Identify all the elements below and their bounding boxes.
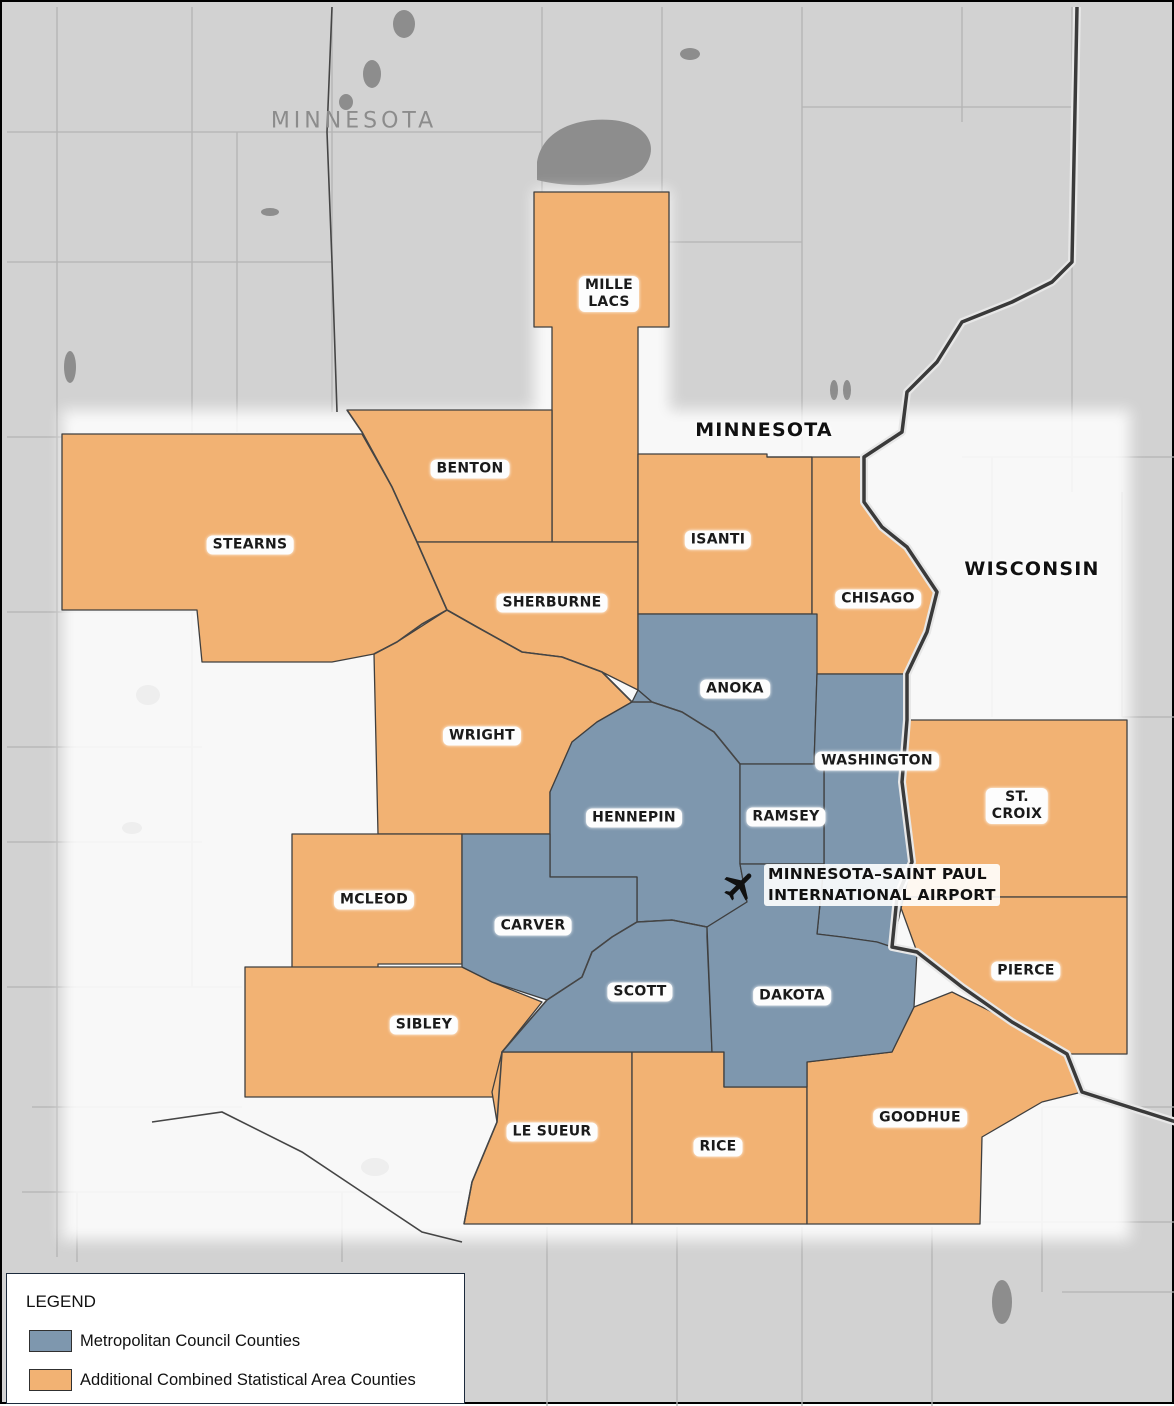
county-label-mille-lacs: MILLE LACS <box>578 276 640 312</box>
county-label-scott: SCOTT <box>607 982 673 1002</box>
legend-swatch-additional <box>29 1369 72 1391</box>
county-label-sibley: SIBLEY <box>389 1015 459 1035</box>
rivers <box>151 6 741 1243</box>
legend-title: LEGEND <box>26 1292 96 1311</box>
airport-label: MINNESOTA–SAINT PAUL INTERNATIONAL AIRPO… <box>764 864 1000 906</box>
county-label-wright: WRIGHT <box>443 726 521 746</box>
legend-swatch-metro <box>29 1330 72 1352</box>
legend-label-metro: Metropolitan Council Counties <box>80 1331 301 1350</box>
county-label-washington: WASHINGTON <box>815 751 939 771</box>
state-label-wisconsin: WISCONSIN <box>964 558 1100 580</box>
county-label-chisago: CHISAGO <box>835 589 921 609</box>
county-label-pierce: PIERCE <box>991 961 1061 981</box>
legend-item-metro: Metropolitan Council Counties <box>29 1329 300 1353</box>
county-label-benton: BENTON <box>430 459 510 479</box>
county-label-sherburne: SHERBURNE <box>496 593 608 613</box>
county-label-carver: CARVER <box>494 916 572 936</box>
legend-item-additional: Additional Combined Statistical Area Cou… <box>29 1368 416 1392</box>
county-label-anoka: ANOKA <box>700 679 770 699</box>
county-label-rice: RICE <box>693 1137 743 1157</box>
airplane-icon <box>724 873 752 901</box>
county-label-ramsey: RAMSEY <box>746 807 826 827</box>
county-label-hennepin: HENNEPIN <box>586 808 682 828</box>
legend-label-additional: Additional Combined Statistical Area Cou… <box>80 1370 416 1389</box>
county-label-isanti: ISANTI <box>684 530 752 550</box>
county-label-st-croix: ST. CROIX <box>985 788 1049 824</box>
state-border <box>860 6 1174 1126</box>
county-label-mcleod: MCLEOD <box>333 890 415 910</box>
county-label-goodhue: GOODHUE <box>873 1108 967 1128</box>
county-label-le-sueur: LE SUEUR <box>506 1122 598 1142</box>
county-label-stearns: STEARNS <box>206 535 294 555</box>
state-label-minnesota: MINNESOTA <box>695 419 833 441</box>
faint-state-label-minnesota: MINNESOTA <box>270 108 438 134</box>
legend: LEGEND Metropolitan Council Counties Add… <box>6 1273 465 1404</box>
county-label-dakota: DAKOTA <box>753 986 831 1006</box>
